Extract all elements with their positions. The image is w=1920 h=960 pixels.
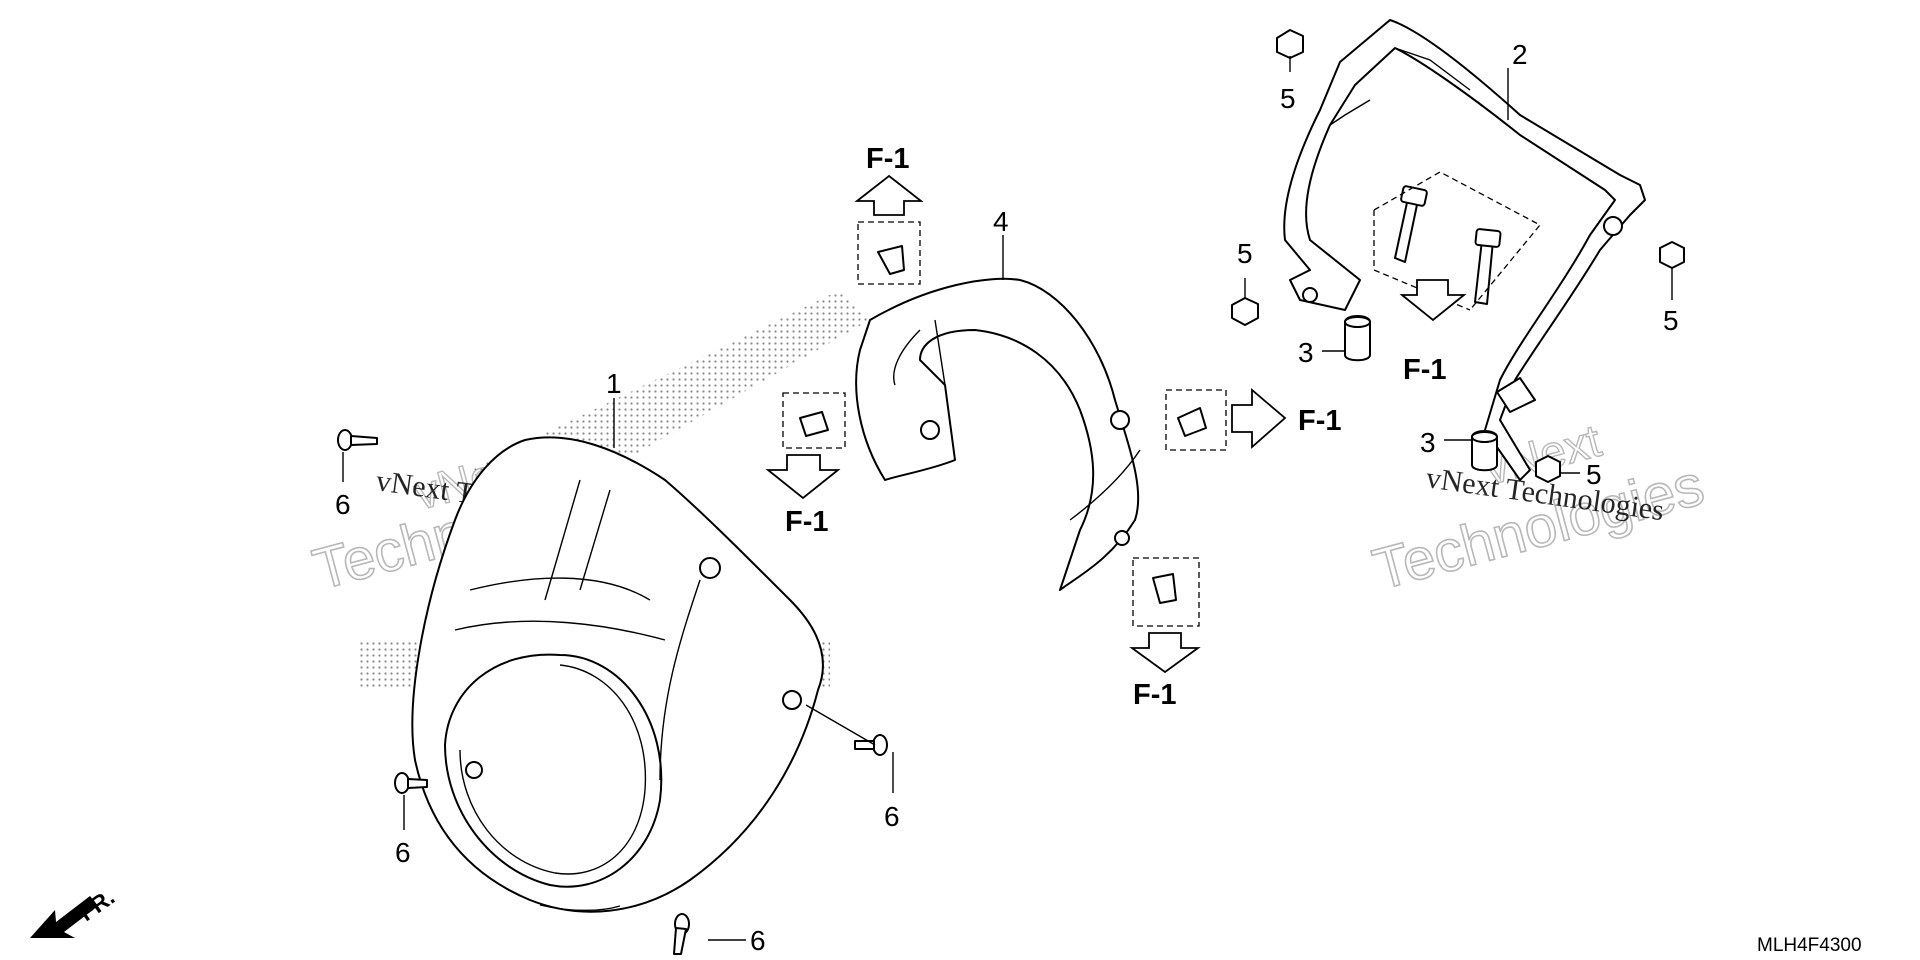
callout-5c: 5 xyxy=(1663,305,1679,336)
callout-numbers: 1 2 3 3 4 5 5 5 5 6 6 6 6 xyxy=(335,39,1679,956)
fastener-box-left xyxy=(765,392,846,500)
reference-bottom: F-1 xyxy=(1133,679,1177,711)
front-arrow-icon xyxy=(30,896,98,938)
headlight-cowl-part xyxy=(411,436,824,913)
nut-parts xyxy=(1231,29,1685,483)
bracket-part xyxy=(1283,19,1646,481)
callout-6b: 6 xyxy=(884,801,900,832)
reference-right: F-1 xyxy=(1298,405,1342,437)
callout-4: 4 xyxy=(993,206,1009,237)
sleeve-parts xyxy=(1344,315,1498,472)
callout-6c: 6 xyxy=(395,837,411,868)
inner-cover-part xyxy=(855,277,1141,591)
reference-labels: F-1 F-1 F-1 F-1 F-1 xyxy=(785,143,1447,711)
callout-5b: 5 xyxy=(1237,238,1253,269)
reference-top: F-1 xyxy=(866,143,910,175)
callout-1: 1 xyxy=(606,368,622,399)
leader-lines xyxy=(342,56,1673,941)
callout-3a: 3 xyxy=(1298,337,1314,368)
watermark-right: Technologies vNext vNext Technologies xyxy=(1366,413,1711,603)
callout-6a: 6 xyxy=(335,489,351,520)
fastener-box-bottom xyxy=(1129,557,1201,674)
fastener-box-right xyxy=(1165,388,1287,451)
reference-bracket: F-1 xyxy=(1403,354,1447,386)
callout-6d: 6 xyxy=(750,925,766,956)
callout-3b: 3 xyxy=(1420,427,1436,458)
fastener-box-bracket xyxy=(1373,171,1542,322)
reference-left: F-1 xyxy=(785,506,829,538)
front-label: FR. xyxy=(74,884,119,927)
fastener-box-top xyxy=(854,174,924,285)
screw-parts xyxy=(337,429,888,955)
front-direction-indicator: FR. xyxy=(30,884,119,938)
callout-5a: 5 xyxy=(1280,83,1296,114)
callout-2: 2 xyxy=(1512,39,1528,70)
part-code: MLH4F4300 xyxy=(1757,935,1862,956)
callout-5d: 5 xyxy=(1586,459,1602,490)
